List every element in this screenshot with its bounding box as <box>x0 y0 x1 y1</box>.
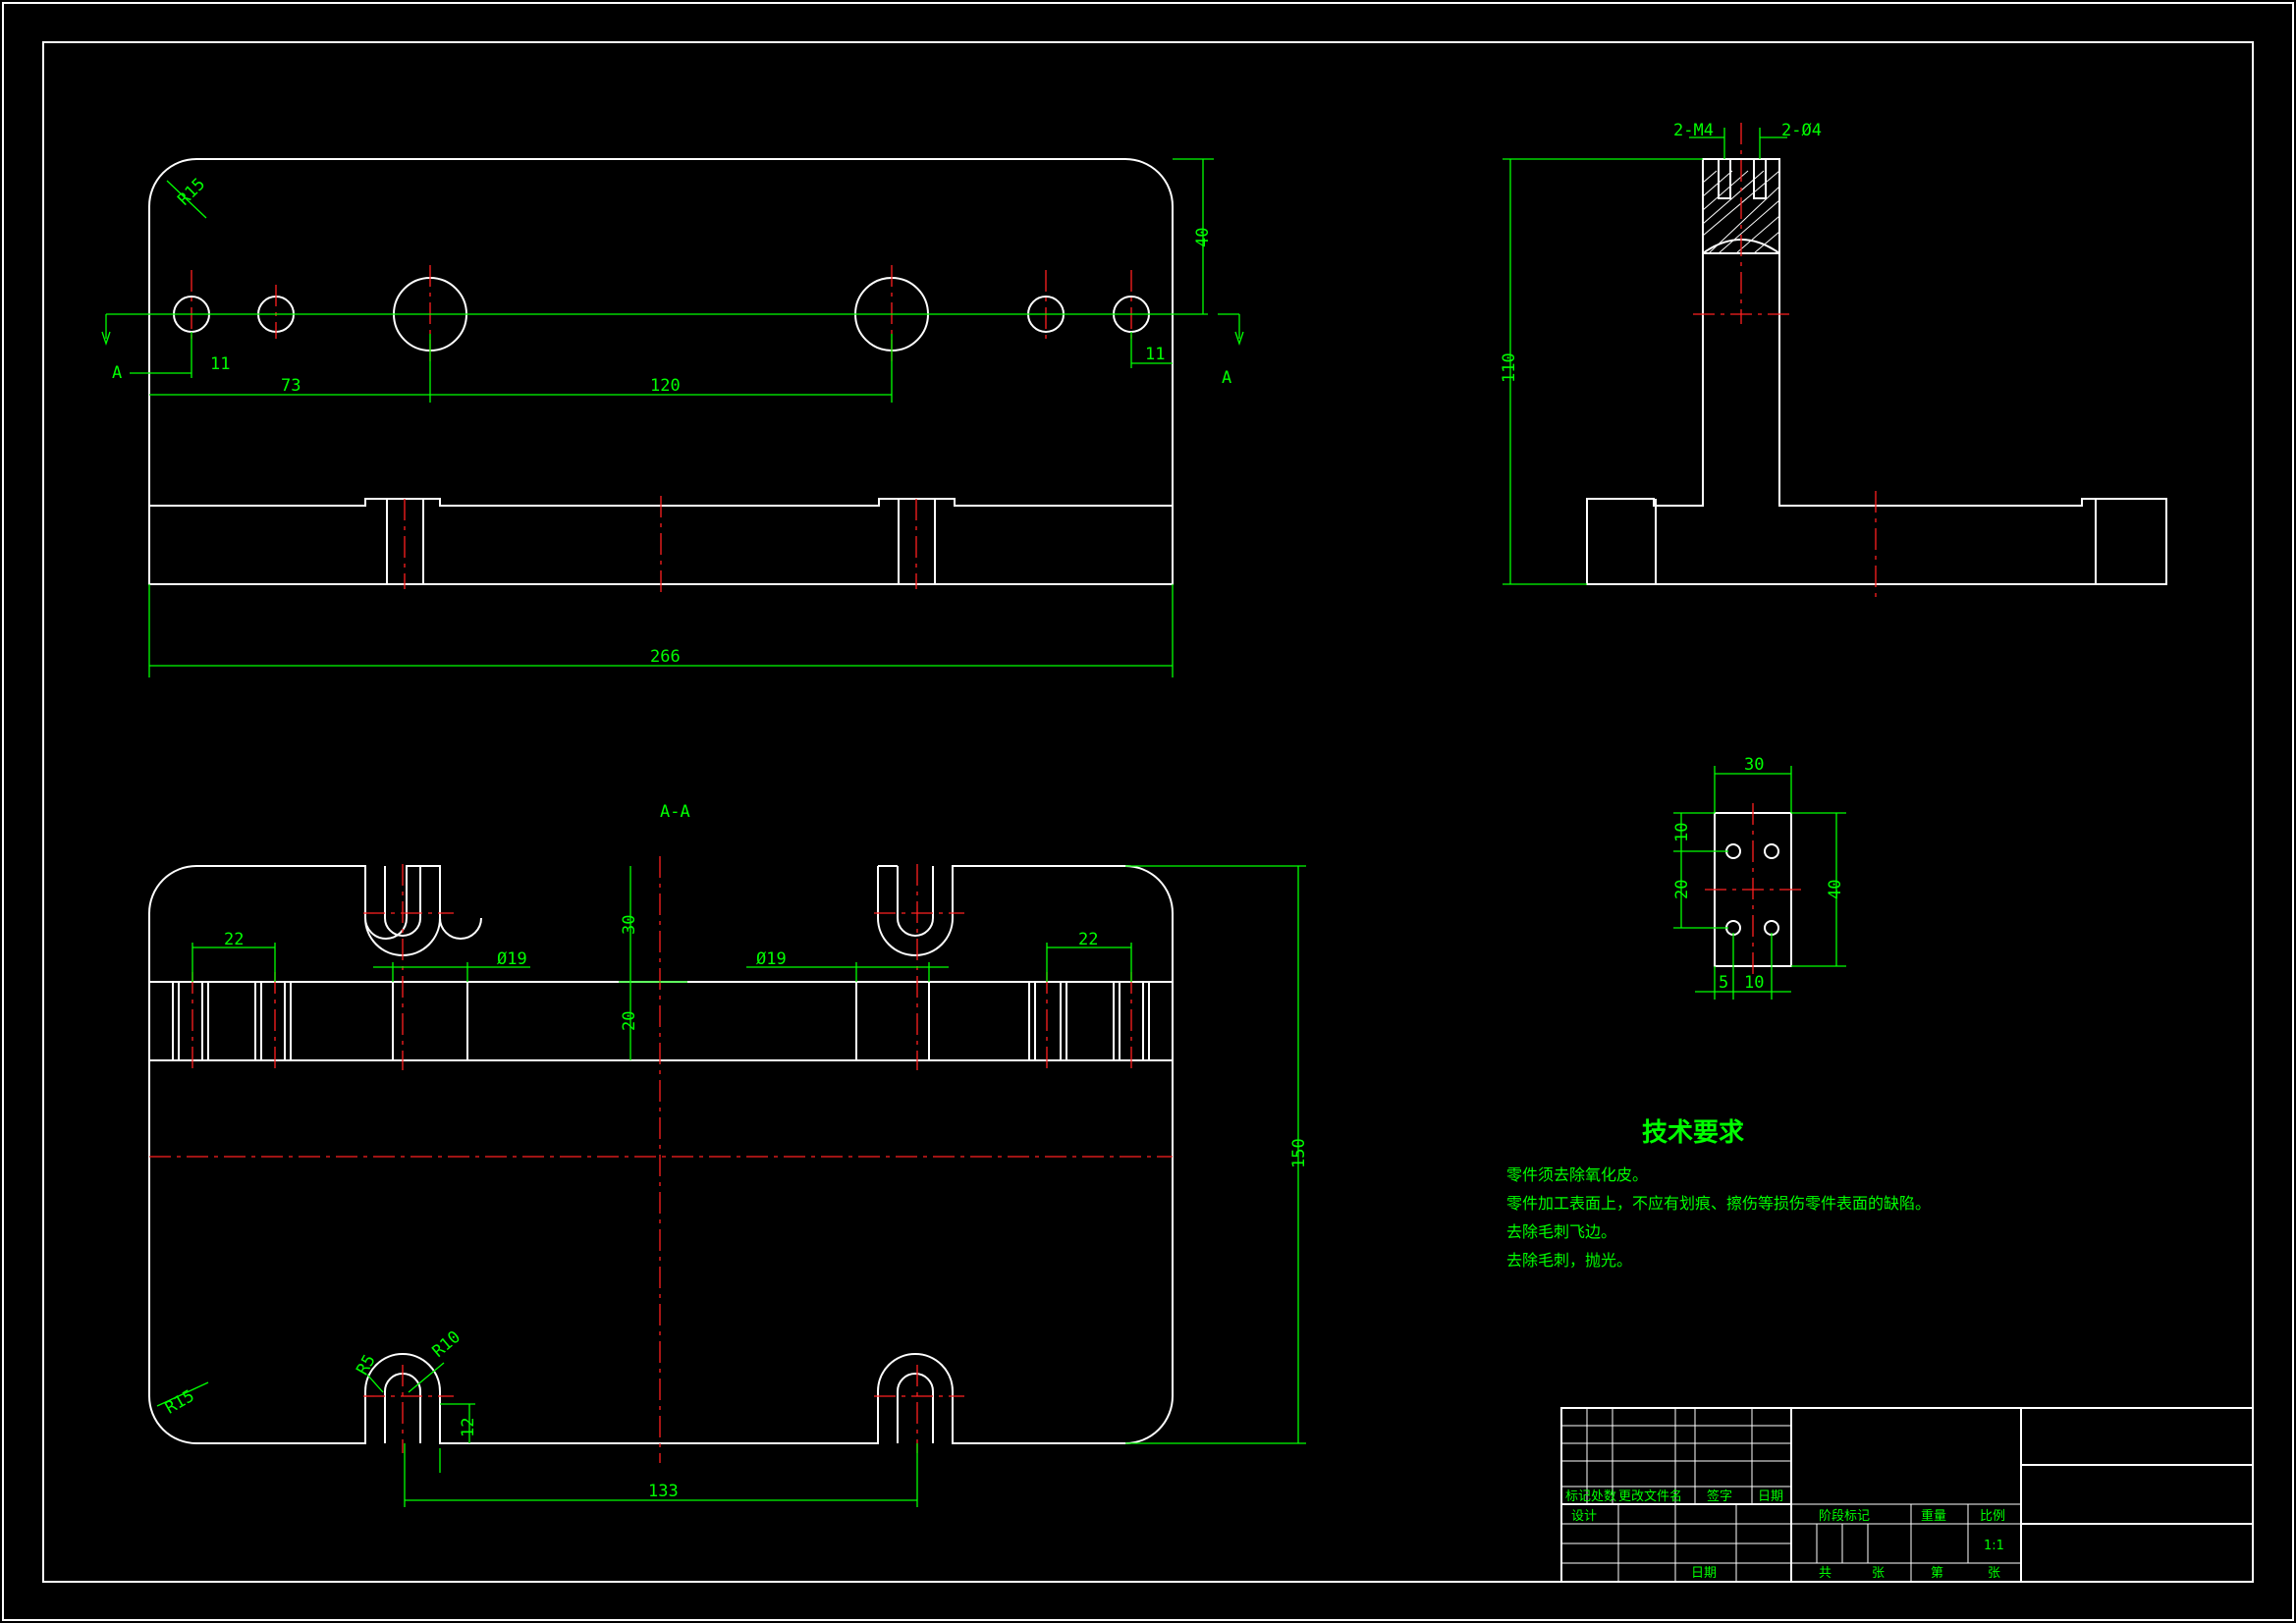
dim-30: 30 <box>620 915 639 935</box>
dim-11-left: 11 <box>210 354 230 374</box>
tech-line-1: 零件须去除氧化皮。 <box>1506 1165 1648 1184</box>
dim-2-phi4: 2-Ø4 <box>1781 121 1822 140</box>
section-title: A-A <box>660 802 690 822</box>
tb-page: 第 <box>1931 1566 1943 1581</box>
detail-view: 30 10 20 40 5 10 <box>1672 755 1846 1000</box>
tech-requirements: 技术要求 零件须去除氧化皮。 零件加工表面上，不应有划痕、擦伤等损伤零件表面的缺… <box>1506 1118 1931 1270</box>
tb-rev-count: 处数 <box>1591 1489 1616 1504</box>
side-view-outline <box>1586 158 2167 585</box>
dim-22-right: 22 <box>1078 930 1098 949</box>
dim-22-left: 22 <box>224 930 244 949</box>
tb-date: 日期 <box>1691 1566 1717 1581</box>
section-view-outline <box>148 865 1174 1444</box>
detail-dim-40: 40 <box>1826 880 1845 899</box>
tb-rev-mark: 标记 <box>1565 1489 1591 1504</box>
dim-266: 266 <box>650 647 681 667</box>
side-view: 2-M4 2-Ø4 110 <box>1500 121 2167 597</box>
tech-line-4: 去除毛刺，抛光。 <box>1506 1251 1632 1270</box>
dim-r10: R10 <box>429 1327 465 1362</box>
section-marker-left: A <box>112 363 122 383</box>
section-view: A-A <box>148 802 1309 1507</box>
dim-phi19-left: Ø19 <box>497 949 527 969</box>
tb-rev-doc: 更改文件名 <box>1618 1488 1682 1504</box>
tech-line-3: 去除毛刺飞边。 <box>1506 1222 1616 1241</box>
tb-scale-value: 1:1 <box>1984 1539 2004 1553</box>
dim-73: 73 <box>281 376 301 396</box>
dim-phi19-right: Ø19 <box>756 949 787 969</box>
dim-133: 133 <box>648 1482 679 1501</box>
inner-border <box>42 41 2254 1583</box>
tb-sheet: 张 <box>1988 1566 2000 1581</box>
tb-scale: 比例 <box>1980 1509 2005 1524</box>
dim-11-right: 11 <box>1145 345 1165 364</box>
dim-110: 110 <box>1500 352 1519 383</box>
tb-rev-date: 日期 <box>1758 1489 1783 1504</box>
tb-sheets: 张 <box>1872 1566 1885 1581</box>
section-marker-right: A <box>1222 368 1231 388</box>
top-view-step <box>149 498 1173 507</box>
detail-dim-30: 30 <box>1744 755 1764 775</box>
tech-title: 技术要求 <box>1642 1118 1744 1148</box>
dim-r5: R5 <box>353 1351 380 1379</box>
dim-150: 150 <box>1289 1138 1309 1168</box>
dim-2-m4: 2-M4 <box>1673 121 1714 140</box>
dim-r15-bottom: R15 <box>162 1386 198 1419</box>
detail-dim-5: 5 <box>1719 973 1728 993</box>
detail-dim-10: 10 <box>1672 823 1692 842</box>
tb-total: 共 <box>1819 1566 1831 1581</box>
tech-line-2: 零件加工表面上，不应有划痕、擦伤等损伤零件表面的缺陷。 <box>1506 1194 1931 1213</box>
tb-weight: 重量 <box>1921 1508 1946 1524</box>
dim-r15-top: R15 <box>174 175 209 210</box>
dim-12: 12 <box>459 1418 478 1437</box>
title-block: 标记 处数 更改文件名 签字 日期 设计 阶段标记 重量 比例 1:1 日期 共… <box>1560 1407 2254 1583</box>
top-view: A A R15 40 11 11 73 120 266 <box>101 158 1244 677</box>
tb-rev-sign: 签字 <box>1707 1488 1732 1504</box>
dim-40: 40 <box>1193 228 1213 247</box>
detail-dim-10b: 10 <box>1744 973 1764 993</box>
dim-120: 120 <box>650 376 681 396</box>
tb-design: 设计 <box>1571 1509 1597 1524</box>
tb-stage-mark: 阶段标记 <box>1819 1509 1870 1524</box>
dim-20: 20 <box>620 1011 639 1031</box>
detail-dim-20: 20 <box>1672 880 1692 899</box>
top-view-outline <box>148 158 1174 585</box>
